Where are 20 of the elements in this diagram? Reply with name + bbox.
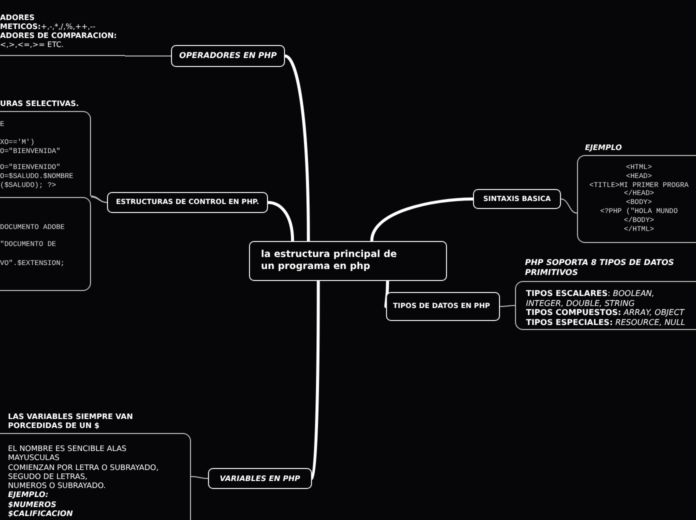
subtopic-heading: PHP SOPORTA 8 TIPOS DE DATOS PRIMITIVOS [524,258,676,279]
connector-line [310,281,320,480]
connector-line [284,54,310,242]
topic-label: OPERADORES EN PHP [179,51,277,61]
note-text: TIPOS ESPECIALES: RESOURCE, NULL [526,318,686,327]
topic-label: la estructura principal de un programa en php [261,249,398,273]
connector-line [384,280,390,307]
topic-box [208,468,312,489]
topic-box [107,192,268,213]
central-topic-box [249,241,447,281]
note-text: TIPOS COMPUESTOS: ARRAY, OBJECT [526,308,686,318]
connector-line [268,201,294,242]
connector-line [190,476,208,479]
topic-box [473,189,561,209]
topic-box [171,45,285,67]
connector-line [500,305,516,307]
connector-line [370,198,474,242]
note-text: TIPOS ESCALARES: BOOLEAN, INTEGER, DOUBLE, STRING [526,289,656,308]
topic-box [386,292,500,321]
connector-line [560,198,578,214]
